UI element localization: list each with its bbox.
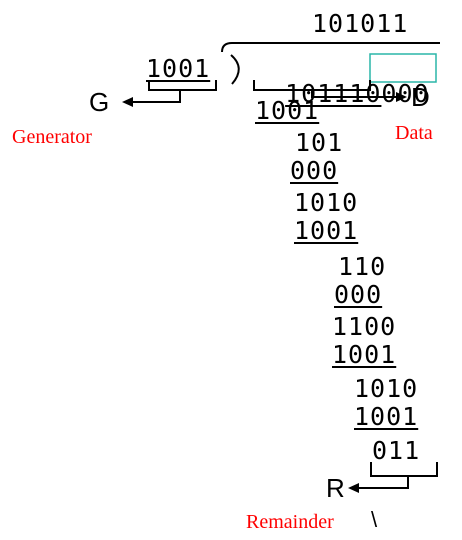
division-bracket xyxy=(230,54,240,85)
divisor: 1001 xyxy=(146,54,211,83)
step-2-result: 1010 xyxy=(294,188,359,217)
remainder-value: 011 xyxy=(372,436,421,465)
step-3-subtrahend: 1001 xyxy=(294,216,359,245)
generator-arrow-line xyxy=(131,90,181,103)
dividend-padding-bits: 000 xyxy=(381,79,430,108)
dividend: 101110000 xyxy=(253,56,430,106)
padding-highlight-box xyxy=(369,53,437,83)
data-caption: Data xyxy=(395,122,433,144)
generator-caption: Generator xyxy=(12,126,92,148)
generator-bracket xyxy=(148,80,217,91)
dividend-data-bits: 101110 xyxy=(285,79,382,108)
data-arrowhead xyxy=(396,92,407,102)
division-bar xyxy=(221,42,440,53)
generator-arrowhead xyxy=(122,97,133,107)
remainder-arrowhead xyxy=(348,483,359,493)
step-1-subtrahend: 1001 xyxy=(255,96,320,125)
step-4-result: 1100 xyxy=(332,312,397,341)
quotient: 101011 xyxy=(312,9,409,38)
step-4-subtrahend: 000 xyxy=(334,280,383,309)
step-1-result: 101 xyxy=(295,128,344,157)
step-2-subtrahend: 000 xyxy=(290,156,339,185)
remainder-letter: R xyxy=(326,473,345,503)
remainder-bracket xyxy=(370,462,438,477)
step-6-subtrahend: 1001 xyxy=(354,402,419,431)
step-5-result: 1010 xyxy=(354,374,419,403)
data-letter: D xyxy=(411,82,430,112)
stray-backslash: \ xyxy=(371,507,378,532)
data-arrow-line xyxy=(311,90,396,98)
generator-letter: G xyxy=(89,87,110,117)
remainder-caption: Remainder xyxy=(246,511,334,533)
step-3-result: 110 xyxy=(338,252,387,281)
remainder-arrow-line xyxy=(357,476,409,489)
step-5-subtrahend: 1001 xyxy=(332,340,397,369)
